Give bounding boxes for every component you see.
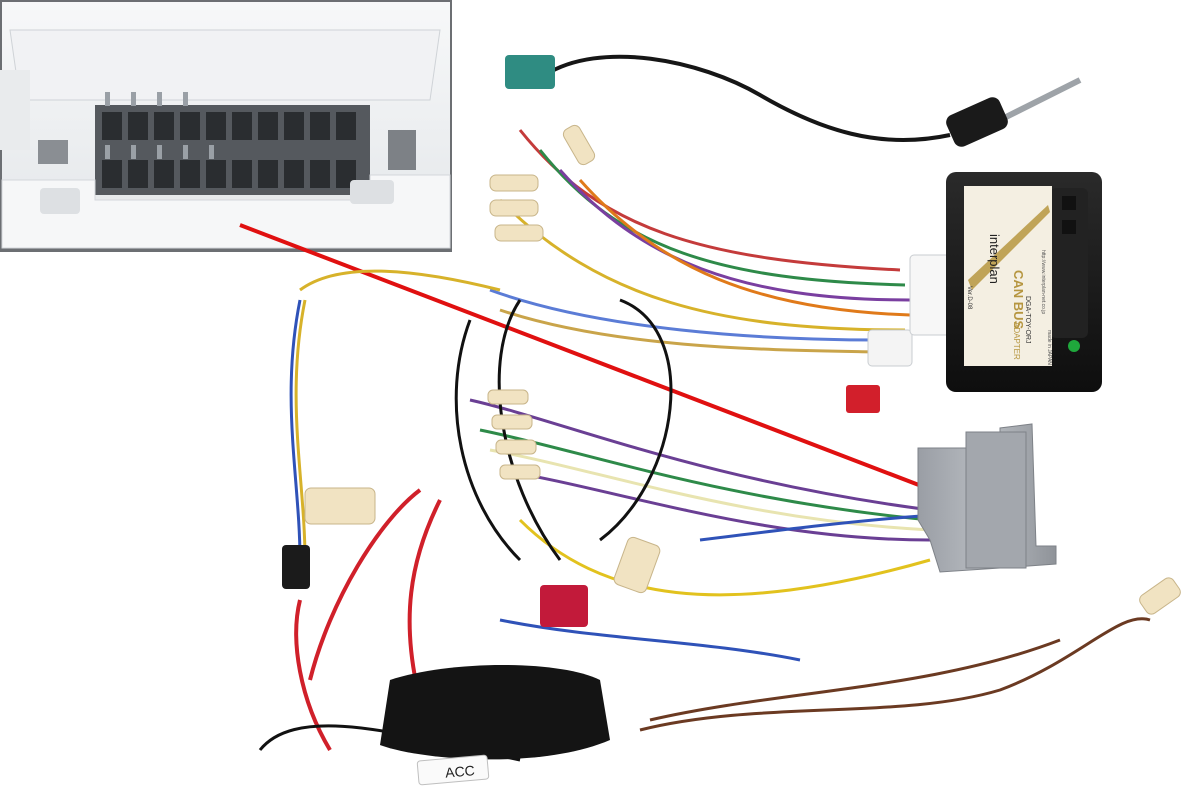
acc-tag-text: ACC: [445, 762, 476, 781]
taped-junction: [380, 665, 610, 760]
black-inline-connector: [282, 545, 310, 589]
white-connector: [867, 329, 913, 367]
inset-pin-row-top: [102, 112, 356, 140]
gray-vehicle-connector: [917, 423, 1057, 573]
wire-bundle: [258, 129, 1151, 762]
inset-pin-row-bottom: [102, 160, 356, 188]
adapter-url: http://www.interplan-net.co.jp: [1040, 250, 1046, 314]
antenna-cable: [505, 54, 1082, 147]
antenna-plug: [946, 97, 1008, 147]
status-led: [1068, 340, 1080, 352]
can-bus-adapter: interplan CAN BUS ADAPTER DGA-TOY-ORJ ht…: [946, 172, 1102, 392]
red-connector-small: [846, 385, 880, 413]
adapter-origin: made in JAPAN: [1046, 330, 1052, 365]
red-connector-large: [540, 585, 588, 627]
adapter-brand: interplan: [987, 234, 1002, 284]
inset-connector-photo: [0, 0, 452, 252]
adapter-version: Ver.D-08: [966, 286, 972, 310]
acc-tag: ACC: [416, 754, 490, 786]
adapter-model: DGA-TOY-ORJ: [1024, 296, 1031, 343]
adapter-product: CAN BUS: [1011, 270, 1026, 330]
crimp-terminals: [304, 124, 1181, 615]
adapter-product-sub: ADAPTER: [1012, 322, 1021, 360]
inset-metal-pins: [105, 92, 214, 159]
fakra-connector: [505, 55, 555, 89]
